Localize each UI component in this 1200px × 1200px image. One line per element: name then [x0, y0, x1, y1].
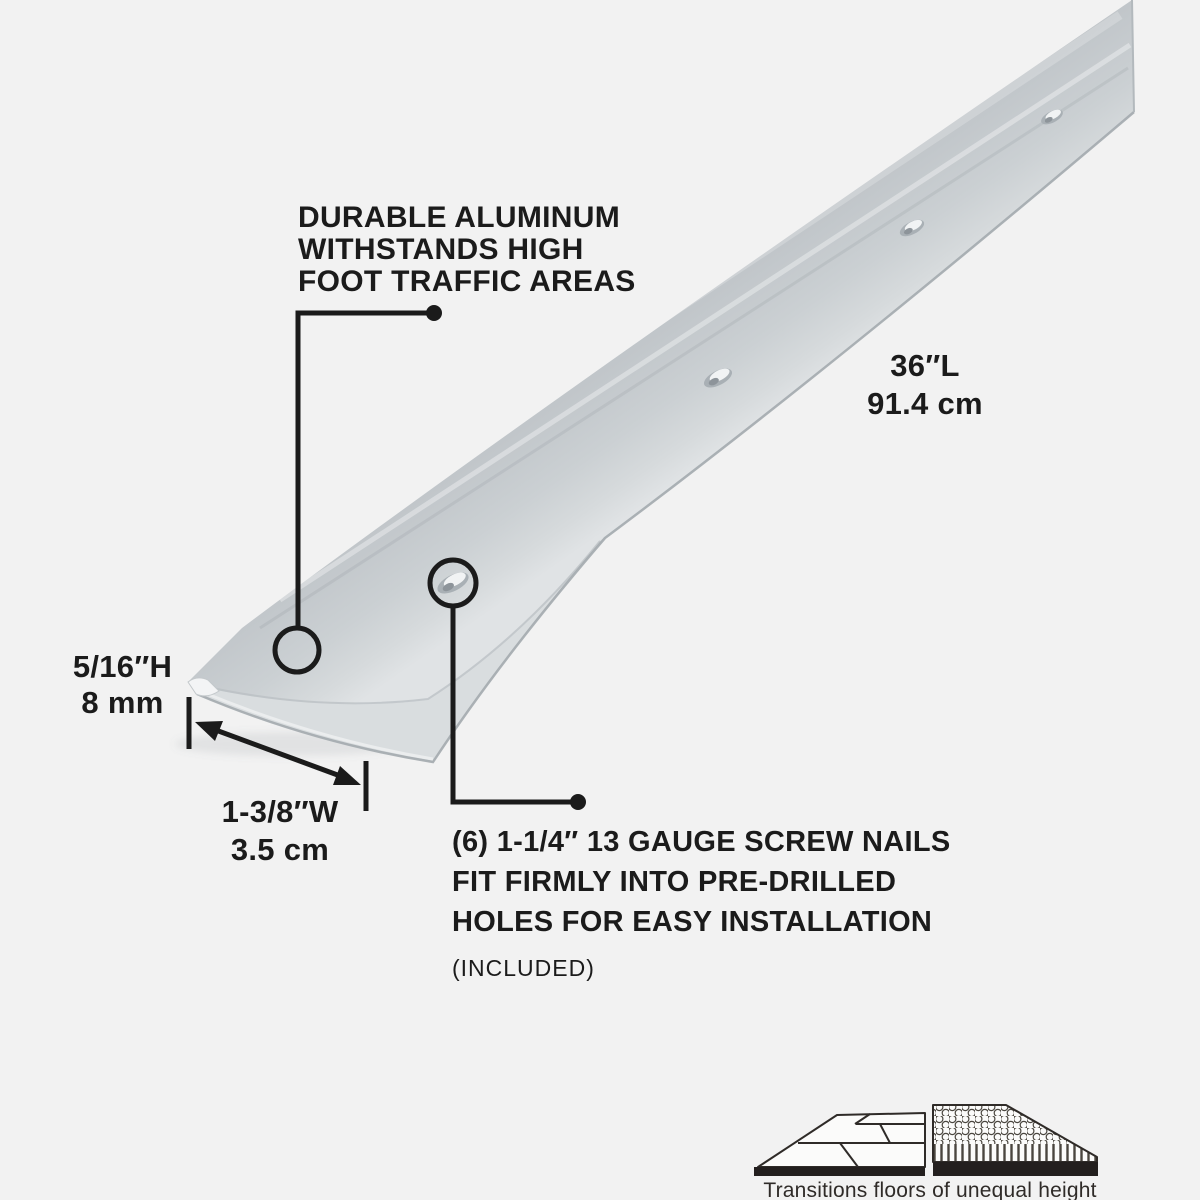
durable-line-2: WITHSTANDS HIGH	[298, 233, 584, 266]
callout-screw-nails	[427, 557, 586, 810]
durable-aluminum-label: DURABLE ALUMINUM WITHSTANDS HIGH FOOT TR…	[298, 202, 636, 298]
screw-nails-label: (6) 1-1/4″ 13 GAUGE SCREW NAILS FIT FIRM…	[452, 822, 951, 988]
nails-included-note: (INCLUDED)	[452, 955, 595, 981]
tile-floor	[754, 1112, 926, 1176]
carpet-tuft-fringe	[933, 1144, 1097, 1162]
transition-caption: Transitions floors of unequal height	[763, 1179, 1097, 1200]
strip-body	[188, 0, 1134, 762]
tile-floor-base	[754, 1167, 925, 1176]
width-dimension-label: 1-3/8″W 3.5 cm	[190, 793, 370, 869]
tile-floor-surface	[757, 1112, 926, 1168]
arrowhead-left	[195, 721, 223, 741]
nails-line-2: FIT FIRMLY INTO PRE-DRILLED	[452, 866, 897, 898]
durable-line-3: FOOT TRAFFIC AREAS	[298, 265, 636, 298]
carpet-outline	[932, 1104, 1098, 1163]
width-dimension	[186, 697, 369, 811]
length-metric: 91.4 cm	[867, 386, 983, 421]
tile-seam	[879, 1123, 891, 1144]
strip-front-bevel	[197, 538, 605, 762]
height-dimension-label: 5/16″H 8 mm	[40, 649, 205, 721]
width-imperial: 1-3/8″W	[221, 794, 339, 829]
screw-hole-2	[899, 219, 925, 237]
strip-tip-lip	[187, 677, 220, 697]
nails-line-3: HOLES FOR EASY INSTALLATION	[452, 906, 933, 938]
dimension-shaft	[212, 726, 344, 780]
callout-detail-circle	[272, 625, 322, 675]
screw-hole-4	[437, 572, 469, 594]
callout-dot	[570, 794, 586, 810]
callout-durable-aluminum	[272, 305, 442, 675]
screw-hole-1	[1041, 109, 1063, 125]
nails-line-1: (6) 1-1/4″ 13 GAUGE SCREW NAILS	[452, 826, 951, 858]
carpet-floor	[932, 1104, 1098, 1176]
unequal-floors-icon	[754, 1104, 1098, 1176]
carpet-base	[933, 1162, 1098, 1176]
width-metric: 3.5 cm	[230, 832, 330, 867]
length-dimension-label: 36″L 91.4 cm	[825, 347, 1025, 423]
durable-line-1: DURABLE ALUMINUM	[298, 201, 620, 234]
callout-line	[450, 606, 578, 805]
strip-bottom-edge	[196, 111, 1135, 764]
callout-dot	[426, 305, 442, 321]
height-metric: 8 mm	[81, 685, 164, 720]
arrowhead-right	[333, 766, 361, 785]
strip-end-cut-edge	[1131, 0, 1135, 113]
height-imperial: 5/16″H	[72, 649, 173, 684]
callout-line	[295, 310, 434, 628]
strip-crease-line	[202, 540, 601, 705]
screw-hole-3	[703, 368, 733, 388]
tile-seam	[854, 1113, 871, 1125]
tile-seam	[839, 1142, 859, 1168]
length-imperial: 36″L	[890, 348, 960, 383]
strip-bottom-lip-highlight	[199, 689, 434, 761]
